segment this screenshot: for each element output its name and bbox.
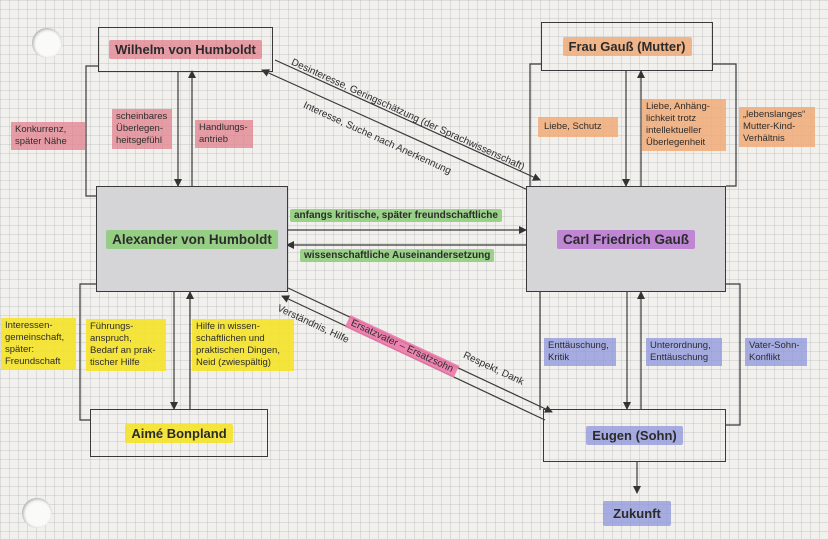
note-interessen: Interessen- gemeinschaft, später: Freund…	[1, 318, 76, 370]
connector-wilhelm-alexander	[85, 65, 98, 197]
note-lebenslanges: „lebenslanges“ Mutter-Kind- Verhältnis	[739, 107, 815, 147]
note-line: Mutter-Kind-	[743, 121, 796, 132]
note-line: Interessen-	[5, 320, 53, 331]
node-bonpland-label: Aimé Bonpland	[125, 423, 233, 443]
note-line: Hilfe in wissen-	[196, 321, 260, 332]
punch-hole	[22, 498, 52, 528]
note-line: Liebe, Anhäng-	[646, 101, 710, 112]
note-line: Führungs-	[90, 321, 134, 332]
relation-alex-gauss-top-wrap: anfangs kritische, später freundschaftli…	[290, 209, 502, 222]
connector-gauss-eugen-right	[726, 283, 741, 426]
note-line: Vater-Sohn-	[749, 340, 800, 351]
node-gauss-label: Carl Friedrich Gauß	[556, 229, 696, 249]
node-alexander: Alexander von Humboldt	[96, 186, 288, 292]
note-line: Konkurrenz,	[15, 124, 67, 135]
node-wilhelm: Wilhelm von Humboldt	[98, 27, 273, 72]
note-line: Freundschaft	[5, 356, 61, 367]
arrow-gauss-to-wilhelm	[261, 69, 529, 191]
connector-alexander-bonpland	[79, 283, 96, 421]
connector-mutter-left	[529, 63, 541, 186]
note-liebe-schutz: Liebe, Schutz	[538, 117, 618, 137]
note-fuehrung: Führungs- anspruch, Bedarf an prak- tisc…	[86, 319, 166, 371]
note-konkurrenz: Konkurrenz, später Nähe	[11, 122, 85, 150]
relation-alex-gauss-bottom: wissenschaftliche Auseinandersetzung	[300, 249, 495, 262]
node-eugen: Eugen (Sohn)	[543, 409, 726, 462]
note-line: Enttäuschung,	[548, 340, 609, 351]
note-line: Überlegen-	[116, 123, 163, 134]
note-line: Bedarf an prak-	[90, 345, 156, 356]
note-line: praktischen Dingen,	[196, 345, 280, 356]
node-zukunft-label: Zukunft	[603, 500, 671, 526]
note-enttaeuschung: Enttäuschung, Kritik	[544, 338, 616, 366]
note-hilfe: Hilfe in wissen- schaftlichen und prakti…	[192, 319, 294, 371]
note-line: Liebe, Schutz	[544, 121, 602, 132]
node-gauss: Carl Friedrich Gauß	[526, 186, 726, 292]
note-line: intellektueller	[646, 125, 702, 136]
note-scheinbares: scheinbares Überlegen- heitsgefühl	[112, 109, 172, 149]
note-line: Handlungs-	[199, 122, 248, 133]
note-line: lichkeit trotz	[646, 113, 697, 124]
note-line: antrieb	[199, 134, 229, 145]
note-line: Kritik	[548, 352, 570, 363]
note-line: tischer Hilfe	[90, 357, 140, 368]
note-unterordnung: Unterordnung, Enttäuschung	[646, 338, 722, 366]
relation-alex-gauss-top: anfangs kritische, später freundschaftli…	[290, 209, 502, 222]
node-eugen-label: Eugen (Sohn)	[586, 426, 683, 445]
note-line: schaftlichen und	[196, 333, 265, 344]
relation-alex-gauss-bottom-wrap: wissenschaftliche Auseinandersetzung	[300, 249, 495, 262]
note-line: Enttäuschung	[650, 352, 709, 363]
node-wilhelm-label: Wilhelm von Humboldt	[109, 40, 262, 59]
note-line: Unterordnung,	[650, 340, 711, 351]
note-line: später:	[5, 344, 35, 355]
node-bonpland: Aimé Bonpland	[90, 409, 268, 457]
note-line: Konflikt	[749, 352, 781, 363]
arrow-wilhelm-to-gauss	[274, 59, 541, 181]
node-mutter-label: Frau Gauß (Mutter)	[562, 37, 692, 56]
node-zukunft: Zukunft	[597, 496, 677, 530]
note-line: Verhältnis	[743, 133, 785, 144]
note-line: scheinbares	[116, 111, 168, 122]
note-handlungsantrieb: Handlungs- antrieb	[195, 120, 253, 148]
connector-mutter-right	[712, 63, 737, 187]
note-line: heitsgefühl	[116, 135, 162, 146]
punch-hole	[32, 28, 62, 58]
note-line: später Nähe	[15, 136, 67, 147]
node-mutter: Frau Gauß (Mutter)	[541, 22, 713, 71]
note-line: Überlegenheit	[646, 137, 706, 148]
note-vater-sohn: Vater-Sohn- Konflikt	[745, 338, 807, 366]
note-liebe-anhaeng: Liebe, Anhäng- lichkeit trotz intellektu…	[642, 99, 726, 151]
note-line: „lebenslanges“	[743, 109, 806, 120]
note-line: anspruch,	[90, 333, 132, 344]
note-line: gemeinschaft,	[5, 332, 65, 343]
note-line: Neid (zwiespältig)	[196, 357, 271, 368]
node-alexander-label: Alexander von Humboldt	[106, 229, 278, 249]
